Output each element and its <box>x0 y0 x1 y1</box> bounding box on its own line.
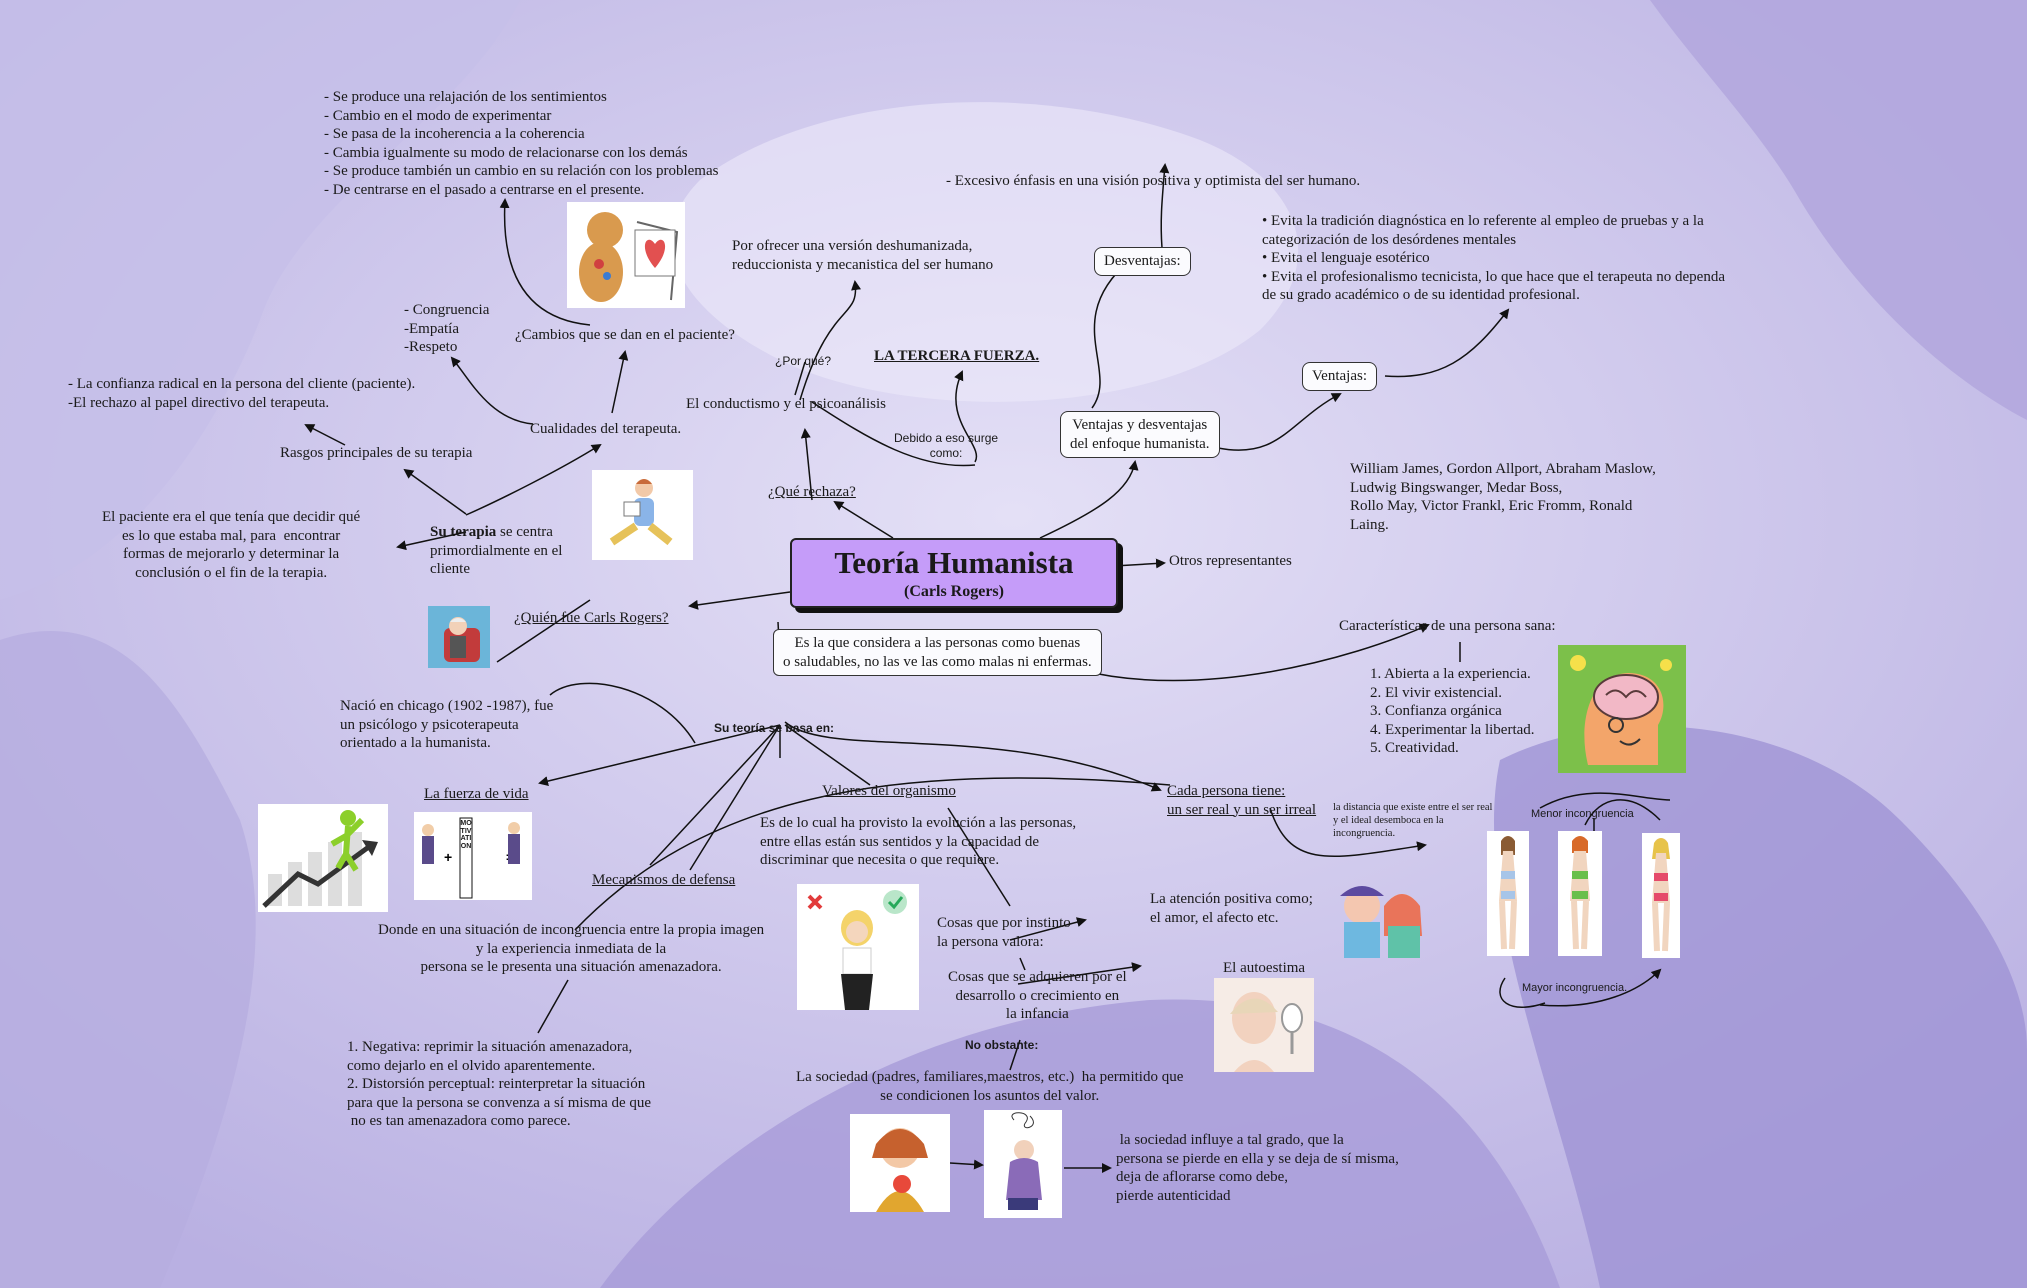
ventajas-node[interactable]: Ventajas: <box>1302 362 1377 391</box>
representantes-names: William James, Gordon Allport, Abraham M… <box>1350 461 1656 533</box>
rogers-question: ¿Quién fue Carls Rogers? <box>514 610 669 626</box>
debido-label: Debido a eso surge como: <box>894 431 999 460</box>
motivation-letters: MOTIVATION <box>460 820 472 851</box>
conductismo-label: El conductismo y el psicoanálisis <box>686 396 886 412</box>
tercera-fuerza: LA TERCERA FUERZA. <box>874 348 1040 364</box>
sana-list: 1. Abierta a la experiencia. 2. El vivir… <box>1370 666 1535 756</box>
definicion-node[interactable]: Es la que considera a las personas como … <box>773 629 1102 676</box>
growth-chart-illustration <box>258 804 388 912</box>
instinto-text: Cosas que por instinto la persona valora… <box>937 915 1071 950</box>
autoestima-text: El autoestima <box>1223 960 1306 976</box>
rogers-illustration <box>428 606 490 668</box>
decision-woman-illustration <box>797 884 919 1010</box>
motivation-illustration: + = MOTIVATION <box>414 812 532 900</box>
valores-label: Valores del organismo <box>822 783 956 799</box>
figure-real-1 <box>1487 831 1529 956</box>
ventajas-list: • Evita la tradición diagnóstica en lo r… <box>1262 213 1725 303</box>
representantes-label: Otros representantes <box>1169 553 1292 569</box>
mirror-illustration <box>1214 978 1314 1072</box>
negativa-list: 1. Negativa: reprimir la situación amena… <box>347 1039 652 1129</box>
painter-illustration <box>567 202 685 308</box>
rasgos-label: Rasgos principales de su terapia <box>280 445 473 461</box>
rogers-bio: Nació en chicago (1902 -1987), fue un ps… <box>340 698 554 751</box>
excesivo-text: - Excesivo énfasis en una visión positiv… <box>946 173 1361 189</box>
mecanismos-desc: Donde en una situación de incongruencia … <box>378 922 765 975</box>
rasgos-list: - La confianza radical en la persona del… <box>68 376 416 411</box>
sana-label: Características de una persona sana: <box>1339 618 1556 634</box>
por-que-label: ¿Por qué? <box>775 354 832 368</box>
terapia-text: Su terapia se centra primordialmente en … <box>430 523 562 579</box>
main-subtitle: (Carls Rogers) <box>904 583 1004 600</box>
paciente-text: El paciente era el que tenía que decidir… <box>102 509 361 581</box>
sociedad-text: La sociedad (padres, familiares,maestros… <box>796 1069 1184 1104</box>
base-label: Su teoría se basa en: <box>714 721 835 735</box>
love-illustration <box>1322 876 1438 958</box>
fuerza-label: La fuerza de vida <box>424 786 529 802</box>
mayor-incongruencia: Mayor incongruencia. <box>1522 982 1628 994</box>
menor-incongruencia: Menor incongruencia <box>1531 808 1634 820</box>
valores-desc: Es de lo cual ha provisto la evolución a… <box>760 815 1077 868</box>
main-title: Teoría Humanista <box>834 545 1074 580</box>
figure-ideal <box>1642 833 1680 958</box>
happy-girl-illustration <box>850 1114 950 1212</box>
main-topic-node[interactable]: Teoría Humanista (Carls Rogers) <box>790 538 1118 608</box>
cambios-list: - Se produce una relajación de los senti… <box>324 89 719 198</box>
terapia-rest: se centra primordialmente en el cliente <box>430 524 563 577</box>
brain-illustration <box>1558 645 1686 773</box>
cada-persona-label: Cada persona tiene: un ser real y un ser… <box>1167 783 1317 818</box>
no-obstante-label: No obstante: <box>965 1038 1039 1052</box>
sad-person-illustration <box>984 1110 1062 1218</box>
cualidades-label: Cualidades del terapeuta. <box>530 421 682 437</box>
svg-text:+: + <box>444 849 452 865</box>
terapia-bold: Su terapia <box>430 524 497 540</box>
que-rechaza: ¿Qué rechaza? <box>768 484 856 500</box>
reading-person-illustration <box>592 470 693 560</box>
influye-text: la sociedad influye a tal grado, que la … <box>1116 1132 1399 1204</box>
atencion-text: La atención positiva como; el amor, el a… <box>1150 891 1313 926</box>
cualidades-list: - Congruencia -Empatía -Respeto <box>404 302 490 355</box>
cambios-question: ¿Cambios que se dan en el paciente? <box>515 327 735 343</box>
mecanismos-label: Mecanismos de defensa <box>592 872 736 888</box>
distancia-text: la distancia que existe entre el ser rea… <box>1333 802 1493 839</box>
figure-real-2 <box>1558 831 1602 956</box>
enfoque-node[interactable]: Ventajas y desventajas del enfoque human… <box>1060 411 1220 458</box>
adquieren-text: Cosas que se adquieren por el desarrollo… <box>948 969 1127 1022</box>
rechaza-reason: Por ofrecer una versión deshumanizada, r… <box>732 238 994 273</box>
desventajas-node[interactable]: Desventajas: <box>1094 247 1191 276</box>
